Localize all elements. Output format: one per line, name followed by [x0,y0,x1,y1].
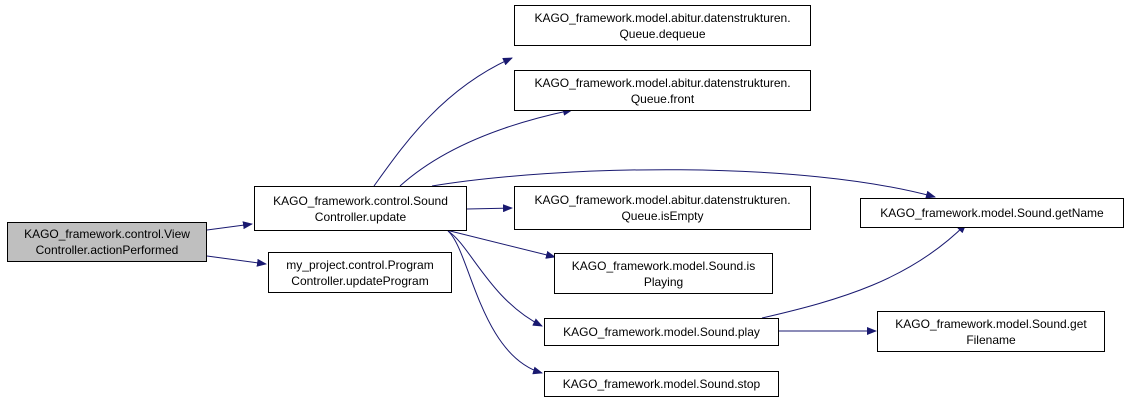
node-label-line1: KAGO_framework.model.Sound.get [895,316,1087,331]
edge-sound-update-to-queue-dequeue [373,57,513,187]
edge-sound-play-to-sound-get-name [761,223,967,319]
node-sound-get-name[interactable]: KAGO_framework.model.Sound.getName [860,198,1124,228]
node-label-line1: KAGO_framework.model.Sound.getName [880,206,1104,220]
node-queue-front[interactable]: KAGO_framework.model.abitur.datenstruktu… [514,70,811,111]
node-sound-play[interactable]: KAGO_framework.model.Sound.play [544,318,779,346]
edge-sound-update-to-sound-is-playing [429,225,556,259]
node-label-line1: KAGO_framework.model.abitur.datenstruktu… [534,10,791,25]
edge-action-performed-to-update-program [206,255,267,267]
node-label-line1: KAGO_framework.control.View [24,227,190,241]
node-sound-controller-update[interactable]: KAGO_framework.control.Sound Controller.… [254,186,467,231]
node-label-line1: KAGO_framework.model.abitur.datenstruktu… [534,193,791,207]
node-sound-is-playing[interactable]: KAGO_framework.model.Sound.is Playing [554,253,773,294]
edge-sound-update-to-sound-get-name [431,169,936,199]
node-label-line2: Queue.isEmpty [621,209,704,223]
edge-sound-update-to-queue-front [399,107,573,187]
node-view-controller-action-performed: KAGO_framework.control.View Controller.a… [7,222,207,262]
node-label-line1: KAGO_framework.model.Sound.is [571,258,756,273]
node-label-line1: KAGO_framework.model.abitur.datenstruktu… [534,75,791,90]
node-label-line2: Playing [643,274,684,289]
node-program-controller-update-program[interactable]: my_project.control.Program Controller.up… [268,252,452,293]
edge-action-performed-to-sound-update [206,221,253,231]
node-queue-is-empty[interactable]: KAGO_framework.model.abitur.datenstruktu… [514,186,811,230]
node-label-line1: KAGO_framework.model.Sound.play [563,325,760,339]
node-label-line1: KAGO_framework.control.Sound [273,193,448,208]
edge-sound-update-to-sound-play [447,230,543,327]
node-label-line2: Controller.update [314,209,407,224]
edge-sound-update-to-sound-stop [447,230,543,375]
node-sound-get-filename[interactable]: KAGO_framework.model.Sound.get Filename [877,311,1105,352]
node-queue-dequeue[interactable]: KAGO_framework.model.abitur.datenstruktu… [514,5,811,46]
node-label-line2: Filename [966,332,1016,347]
node-label-line2: Controller.updateProgram [291,273,429,288]
edge-sound-update-to-queue-is-empty [466,204,513,213]
node-label-line2: Queue.dequeue [619,26,706,41]
node-label-line2: Controller.actionPerformed [35,243,179,257]
node-sound-stop[interactable]: KAGO_framework.model.Sound.stop [544,371,779,397]
node-label-line2: Queue.front [630,91,695,106]
node-label-line1: KAGO_framework.model.Sound.stop [562,377,761,391]
node-label-line1: my_project.control.Program [286,257,434,272]
